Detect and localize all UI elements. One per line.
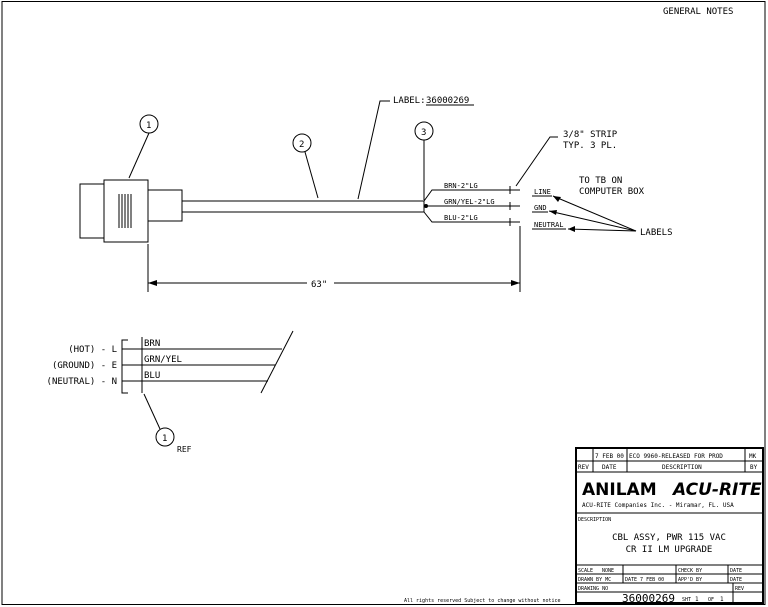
line-label: LINE (534, 188, 551, 196)
connector (79, 179, 183, 243)
balloon-item-3: 3 (414, 121, 434, 200)
pin-ground-label: (GROUND) - E (52, 361, 117, 371)
drawing-no-label: DRAWING NO (578, 586, 608, 592)
tb-note-line2: COMPUTER BOX (579, 187, 645, 197)
check-by-label: CHECK BY (678, 568, 702, 574)
scale-value: NONE (602, 568, 614, 574)
svg-text:36000269: 36000269 (426, 96, 469, 106)
neutral-label: NEUTRAL (534, 221, 564, 229)
balloon-item-2: 2 (292, 133, 319, 199)
rev-by-value: MK (749, 453, 757, 460)
acu-rite-logo: ACU-RITE (671, 480, 762, 500)
tb-note-line1: TO TB ON (579, 176, 622, 186)
of-label: OF (708, 597, 714, 603)
brn-length-label: BRN-2"LG (444, 182, 478, 190)
of-value: 1 (720, 596, 724, 603)
balloon-ref: 1 REF (143, 393, 192, 454)
svg-text:LABELS: LABELS (640, 228, 673, 238)
svg-text:3/8" STRIP: 3/8" STRIP (563, 130, 618, 140)
rev-desc-value: ECO 9960-RELEASED FOR PROD (629, 453, 723, 460)
sheet-label: SHT (682, 597, 691, 603)
date-label-2: DATE (730, 577, 742, 583)
by-header: BY (750, 464, 758, 471)
svg-text:1: 1 (146, 121, 151, 131)
rev-date-value: 7 FEB 00 (595, 453, 624, 460)
rights-notice: All rights reserved Subject to change wi… (404, 598, 561, 604)
pin-brn-label: BRN (144, 339, 160, 349)
pin-neutral-label: (NEUTRAL) - N (47, 377, 117, 387)
drawn-date: DATE 7 FEB 00 (625, 577, 664, 583)
blu-length-label: BLU-2"LG (444, 214, 478, 222)
general-notes-heading: GENERAL NOTES (663, 7, 733, 17)
ref-label: REF (177, 445, 192, 454)
description-line1: CBL ASSY, PWR 115 VAC (612, 533, 726, 543)
length-dimension: 63" (147, 226, 521, 292)
dimension-value: 63" (311, 280, 327, 290)
description-header: DESCRIPTION (662, 464, 702, 471)
grn-length-label: GRN/YEL-2"LG (444, 198, 495, 206)
pin-grn-label: GRN/YEL (144, 355, 182, 365)
svg-text:1: 1 (162, 434, 167, 444)
svg-text:3: 3 (421, 128, 426, 138)
balloon-item-1: 1 (128, 114, 159, 179)
pinout-detail: (HOT) - L (GROUND) - E (NEUTRAL) - N BRN… (47, 330, 294, 394)
cable-jacket (182, 200, 425, 213)
sheet-value: 1 (695, 596, 699, 603)
gnd-label: GND (534, 204, 547, 212)
drawing-number: 36000269 (622, 592, 675, 605)
cable-label-callout: LABEL: 36000269 (357, 96, 474, 200)
scale-label: SCALE (578, 568, 593, 574)
company-line: ACU-RITE Companies Inc. - Miramar, FL. U… (582, 502, 734, 509)
pin-hot-label: (HOT) - L (68, 345, 117, 355)
approved-by-label: APP'D BY (678, 577, 702, 583)
drawn-by-label: DRAWN BY MC (578, 577, 611, 583)
description-line2: CR II LM UPGRADE (626, 545, 713, 555)
svg-text:TYP. 3 PL.: TYP. 3 PL. (563, 141, 617, 151)
description-label: DESCRIPTION (578, 517, 611, 523)
svg-text:2: 2 (299, 140, 304, 150)
strip-callout: 3/8" STRIP TYP. 3 PL. (515, 130, 618, 187)
title-block (575, 447, 764, 604)
pin-blu-label: BLU (144, 371, 160, 381)
rev-header: REV (578, 464, 589, 471)
date-header: DATE (602, 464, 617, 471)
labels-callout: LABELS (548, 195, 673, 238)
date-label-1: DATE (730, 568, 742, 574)
terminal-labels: LINE GND NEUTRAL (532, 188, 566, 230)
wire-breakout (423, 186, 520, 226)
rev-label: REV (735, 586, 744, 592)
anilam-logo: ANILAM (582, 480, 657, 500)
svg-text:LABEL:: LABEL: (393, 96, 426, 106)
